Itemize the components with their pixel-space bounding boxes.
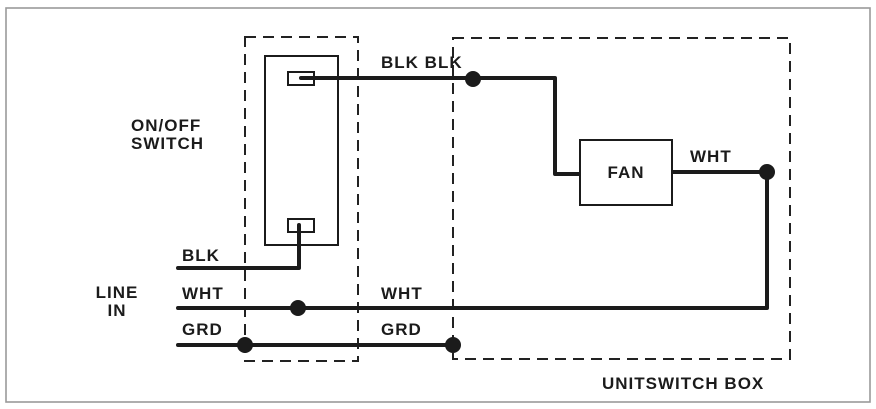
wht-mid-label: WHT — [381, 284, 423, 303]
wht-line-junction-dot — [290, 300, 306, 316]
blk-in-label: BLK — [182, 246, 220, 265]
wht-fan-junction-dot — [759, 164, 775, 180]
blk-wire-line-in — [176, 223, 301, 270]
switch-label-line1: ON/OFF — [131, 116, 201, 135]
diagram-frame — [5, 7, 871, 403]
blk-top-label: BLK BLK — [381, 53, 463, 72]
switch-box-outline — [244, 36, 359, 362]
line-in-label-line2: IN — [108, 301, 127, 320]
grd-mid-label: GRD — [381, 320, 422, 339]
blk-wire-switch-to-fan — [299, 76, 582, 176]
grd-unit-junction-dot — [445, 337, 461, 353]
unit-switch-box-label: UNITSWITCH BOX — [602, 374, 764, 393]
on-off-switch — [264, 55, 339, 246]
grd-switch-junction-dot — [237, 337, 253, 353]
wht-fan-label: WHT — [690, 147, 732, 166]
blk-junction-dot — [465, 71, 481, 87]
line-in-label-line1: LINE — [96, 283, 139, 302]
fan-label: FAN — [608, 163, 645, 182]
switch-label-line2: SWITCH — [131, 134, 204, 153]
grd-in-label: GRD — [182, 320, 223, 339]
unit-switch-box-outline — [452, 37, 791, 360]
wht-wire-fan-to-line — [176, 170, 769, 310]
wht-in-label: WHT — [182, 284, 224, 303]
fan-box — [579, 139, 673, 206]
